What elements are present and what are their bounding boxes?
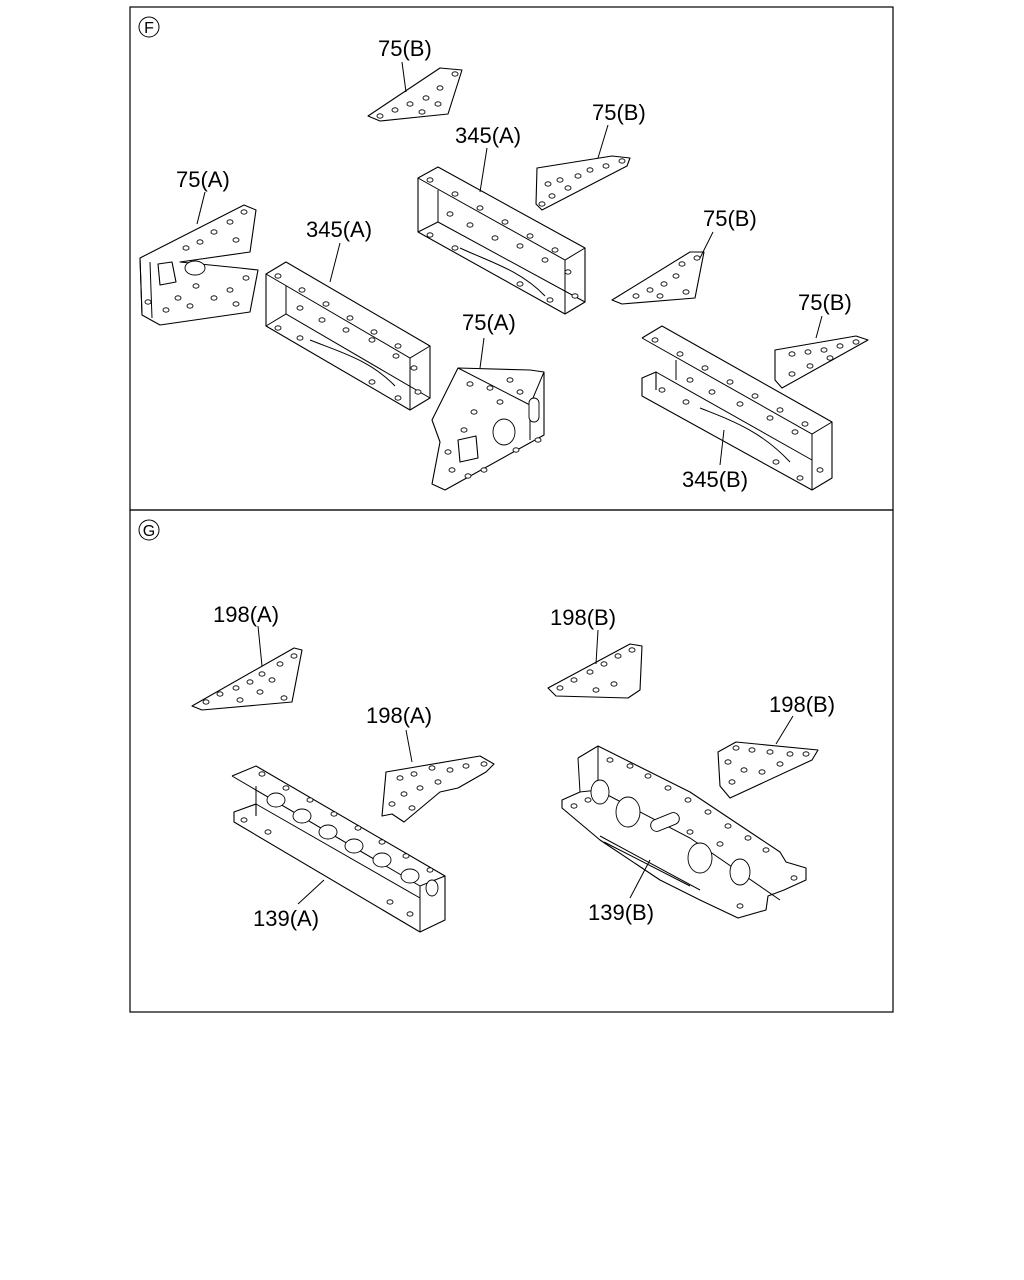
label-198a-left: 198(A) — [213, 602, 279, 627]
leader-75b-right — [699, 231, 714, 259]
part-139b-channel — [561, 745, 807, 919]
section-g-frame — [129, 509, 894, 1013]
part-75b-mid-plate — [535, 155, 631, 211]
part-345b-channel — [641, 325, 833, 491]
leader-345a-top — [479, 147, 488, 193]
part-198b-right-plate — [717, 741, 819, 799]
leader-75b-top — [401, 61, 407, 93]
leader-75b-far — [815, 315, 823, 339]
part-75a-left-bracket — [139, 204, 259, 326]
section-f-letter: F — [144, 20, 154, 37]
label-345b: 345(B) — [682, 467, 748, 492]
label-345a-top: 345(A) — [455, 123, 521, 148]
part-75b-right-plate — [611, 251, 705, 305]
leader-345a-left — [329, 242, 341, 283]
label-198a-mid: 198(A) — [366, 703, 432, 728]
part-198a-left-plate — [191, 647, 303, 711]
leader-198a-left — [257, 625, 263, 667]
label-75b-top: 75(B) — [378, 36, 432, 61]
leader-75a-center — [479, 337, 485, 369]
part-139a-channel — [231, 765, 446, 933]
label-75a-center: 75(A) — [462, 310, 516, 335]
leader-198b-right — [775, 715, 794, 745]
label-75b-mid: 75(B) — [592, 100, 646, 125]
label-198b-right: 198(B) — [769, 692, 835, 717]
part-75a-center-bracket — [431, 367, 545, 491]
section-f-marker: F — [138, 16, 160, 38]
label-198b-center: 198(B) — [550, 605, 616, 630]
label-139b: 139(B) — [588, 900, 654, 925]
leader-198a-mid — [405, 729, 413, 763]
label-75b-far: 75(B) — [798, 290, 852, 315]
part-345a-left-channel — [265, 261, 431, 411]
label-345a-left: 345(A) — [306, 217, 372, 242]
leader-75b-mid — [597, 124, 609, 159]
leader-139a — [297, 879, 325, 905]
leader-75a-left — [196, 191, 206, 225]
part-198b-center-plate — [547, 643, 643, 699]
leader-139b — [629, 859, 651, 899]
part-198a-mid-plate — [381, 755, 495, 823]
label-75b-right: 75(B) — [703, 206, 757, 231]
part-75b-top-plate — [367, 67, 463, 122]
part-345a-top-channel — [417, 166, 586, 315]
label-139a: 139(A) — [253, 906, 319, 931]
section-g-marker: G — [138, 519, 160, 541]
leader-345b — [719, 429, 725, 466]
section-g-letter: G — [143, 523, 155, 540]
leader-198b-center — [595, 629, 599, 665]
part-75b-far-plate — [774, 335, 869, 389]
label-75a-left: 75(A) — [176, 167, 230, 192]
